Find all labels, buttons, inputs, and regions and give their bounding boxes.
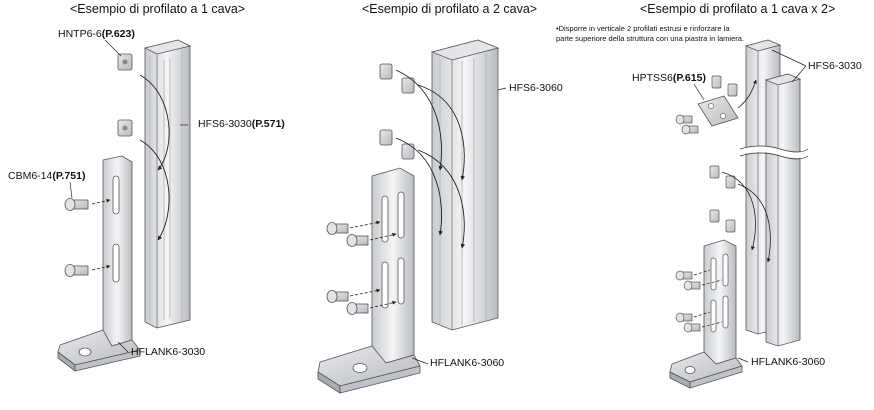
assembly-note-line-2: parte superiore della struttura con una …	[556, 34, 745, 43]
profiles-hfs6-3030-pair	[739, 39, 810, 347]
panel-3-drawing	[669, 39, 810, 389]
nuts-bottom	[709, 165, 736, 233]
bolt-cbm6-14	[64, 198, 111, 211]
assembly-note: •Disporre in verticale 2 profilati estru…	[556, 24, 786, 44]
nuts-lower	[379, 129, 415, 160]
label-hflank6-3060-b: HFLANK6-3060	[751, 356, 826, 368]
label-hfs6-3060: HFS6-3060	[509, 82, 563, 94]
label-hntp6-6-ref: (P.623)	[101, 28, 135, 40]
nut-hntp6-6	[117, 53, 133, 71]
label-hfs6-3030: HFS6-3030(P.571)	[198, 118, 285, 130]
plate-bolts	[675, 114, 699, 135]
profile-hfs6-3060	[430, 39, 500, 331]
bracket-bolts-b	[675, 269, 723, 333]
panel-1-drawing	[57, 39, 192, 372]
label-hfs6-3030-b: HFS6-3030	[808, 60, 862, 72]
label-cbm6-14-ref: (P.751)	[52, 170, 86, 182]
panel-title-2: <Esempio di profilato a 2 cava>	[362, 2, 538, 16]
nut-hntp6-6-lower	[117, 119, 133, 137]
label-cbm6-14-code: CBM6-14	[8, 170, 53, 182]
bracket-hflank6-3030	[57, 155, 141, 372]
label-hfs6-3030-ref: (P.571)	[251, 118, 285, 130]
plate-hptss6	[697, 79, 757, 127]
panel-title-3: <Esempio di profilato a 1 cava x 2>	[640, 2, 836, 16]
bolt-cbm6-14-lower	[64, 264, 111, 277]
bolts-set	[326, 220, 397, 315]
label-hptss6-code: HPTSS6	[632, 72, 673, 84]
nuts-upper	[379, 63, 415, 94]
bracket-hflank6-3060	[317, 167, 421, 394]
label-hflank6-3060-a: HFLANK6-3060	[430, 357, 505, 369]
nuts-top	[711, 75, 738, 97]
label-hptss6-ref: (P.615)	[672, 72, 706, 84]
label-hflank6-3030: HFLANK6-3030	[131, 346, 206, 358]
label-hptss6: HPTSS6(P.615)	[632, 72, 706, 84]
panel-2-drawing	[317, 39, 507, 394]
label-hntp6-6-code: HNTP6-6	[58, 28, 102, 40]
label-hntp6-6: HNTP6-6(P.623)	[58, 28, 135, 40]
bracket-hflank6-3060-b	[669, 239, 743, 389]
label-cbm6-14: CBM6-14(P.751)	[8, 170, 85, 182]
assembly-note-line-1: •Disporre in verticale 2 profilati estru…	[556, 24, 730, 33]
label-hfs6-3030-code: HFS6-3030	[198, 118, 252, 130]
panel-title-1: <Esempio di profilato a 1 cava>	[70, 2, 246, 16]
